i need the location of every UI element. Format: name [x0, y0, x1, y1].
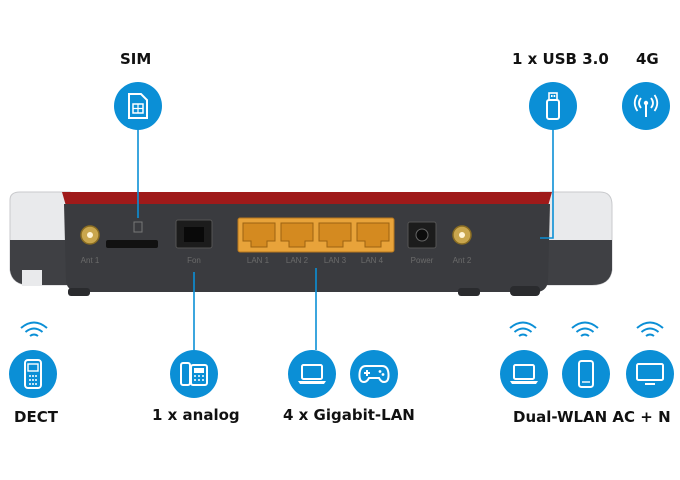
wlan-tv-circle — [626, 350, 674, 398]
laptop-circle — [288, 350, 336, 398]
sim-slot — [106, 240, 158, 248]
lan-socket — [356, 222, 390, 248]
fon-port-socket — [184, 227, 204, 242]
smartphone-icon — [578, 360, 594, 388]
laptop-icon — [298, 364, 326, 384]
router-foot — [458, 288, 480, 296]
lte-label: 4G — [636, 50, 659, 68]
lan-port-block — [237, 217, 395, 253]
port-label-ant2: Ant 2 — [453, 256, 472, 265]
lan-label: 4 x Gigabit-LAN — [283, 406, 415, 424]
lan-socket — [318, 222, 352, 248]
router-foot — [68, 288, 90, 296]
router-foot — [510, 286, 540, 296]
dect-circle — [9, 350, 57, 398]
sim-card-icon — [128, 93, 148, 119]
lan-socket — [242, 222, 276, 248]
wifi-signal-icon — [20, 321, 48, 337]
antenna-connector-1-pin — [87, 232, 93, 238]
port-label-fon: Fon — [187, 256, 201, 265]
sim-eject-hole — [133, 221, 143, 233]
lan-socket — [280, 222, 314, 248]
usb-label: 1 x USB 3.0 — [512, 50, 609, 68]
laptop-icon — [510, 364, 538, 384]
wlan-label: Dual-WLAN AC + N — [513, 408, 671, 426]
wifi-signal-icon — [636, 321, 664, 337]
antenna-4g-icon — [633, 94, 659, 117]
antenna-connector-2-pin — [459, 232, 465, 238]
wifi-signal-icon — [509, 321, 537, 337]
usb-circle — [529, 82, 577, 130]
cordless-phone-icon — [24, 359, 42, 389]
wlan-smartphone-circle — [562, 350, 610, 398]
analog-circle — [170, 350, 218, 398]
port-label-lan4: LAN 4 — [361, 256, 384, 265]
sim-label: SIM — [120, 50, 152, 68]
dect-label: DECT — [14, 408, 58, 426]
desk-phone-icon — [180, 362, 208, 386]
tv-icon — [636, 363, 664, 385]
port-label-lan2: LAN 2 — [286, 256, 309, 265]
sim-circle — [114, 82, 162, 130]
port-label-power: Power — [411, 256, 434, 265]
gamepad-icon — [358, 365, 390, 384]
gamepad-circle — [350, 350, 398, 398]
router-red-band — [62, 192, 552, 206]
router-left-foot-panel — [22, 270, 42, 286]
analog-label: 1 x analog — [152, 406, 240, 424]
usb-connector-line — [540, 128, 554, 239]
port-label-ant1: Ant 1 — [81, 256, 100, 265]
wlan-laptop-circle — [500, 350, 548, 398]
router-right-side-bottom — [540, 240, 612, 285]
port-label-lan3: LAN 3 — [324, 256, 347, 265]
wifi-signal-icon — [571, 321, 599, 337]
port-label-lan1: LAN 1 — [247, 256, 270, 265]
lte-circle — [622, 82, 670, 130]
power-socket — [415, 228, 429, 242]
usb-stick-icon — [546, 92, 560, 120]
